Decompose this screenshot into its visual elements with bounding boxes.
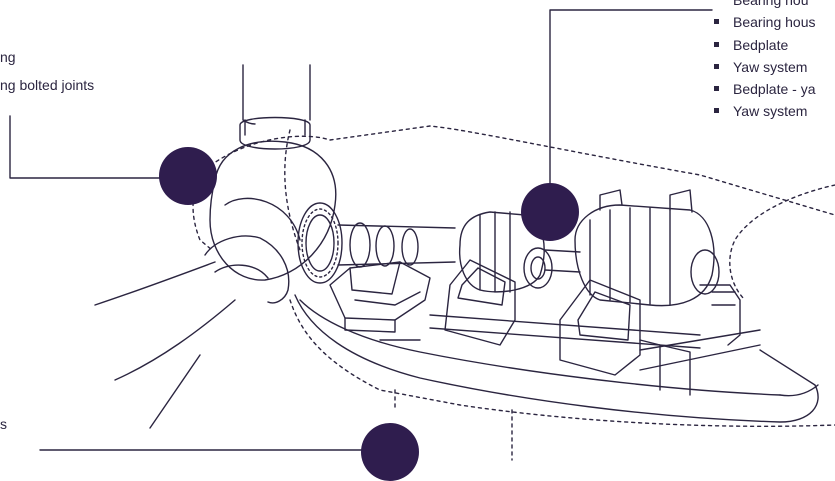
bullet-icon [714,86,719,92]
generator-support [559,279,641,376]
hub-marker [159,147,217,205]
generator [574,204,715,307]
bullet-icon [714,19,719,25]
bedplate-marker [361,423,419,481]
gearbox [458,211,545,293]
tower [242,64,311,125]
gearbox-support [444,259,516,346]
leader-line-top [549,9,713,199]
list-item: Yaw system [712,56,816,78]
component-list: Bearing hou Bearing hous Bedplate Yaw sy… [712,0,816,123]
bullet-icon [714,108,719,114]
leader-line-left [9,115,161,179]
bedplate-rails [429,314,761,371]
list-item: Yaw system [712,100,816,122]
bullet-icon [714,41,719,47]
main-shaft [337,224,456,266]
bedplate-hull [294,294,819,423]
bottom-left-callout: s [0,416,7,432]
hub [209,140,337,281]
list-item: Bedplate - ya [712,78,816,100]
main-bearing [329,261,431,321]
nacelle-outline-dashed [204,125,835,216]
list-item: Bearing hous [712,11,816,33]
list-item: Bearing hou [733,0,809,8]
drivetrain-marker [521,183,579,241]
blade-root [204,235,290,304]
left-callout-line-1: ng [0,49,16,65]
list-item: Bedplate [712,34,816,56]
bullet-icon [714,63,719,69]
leader-line-blade [149,354,201,429]
left-callout-line-2: ng bolted joints [0,77,95,93]
